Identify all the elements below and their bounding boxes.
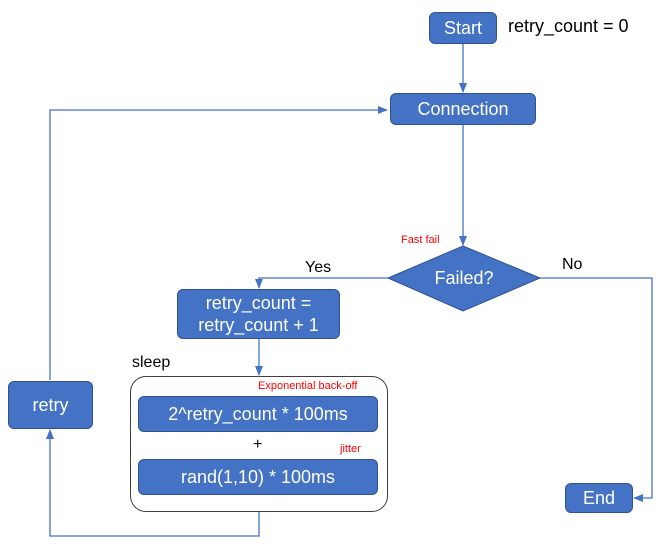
end-node: End	[565, 483, 633, 513]
increment-line1: retry_count =	[205, 293, 312, 313]
start-node: Start	[429, 12, 497, 44]
jitter-node: rand(1,10) * 100ms	[138, 459, 378, 495]
failed-label: Failed?	[434, 268, 494, 288]
jitter-label: jitter	[340, 443, 361, 455]
no-label: No	[562, 256, 583, 273]
fast-fail-label: Fast fail	[401, 234, 440, 246]
init-label: retry_count = 0	[508, 16, 629, 36]
exponential-backoff-label: Exponential back-off	[258, 380, 358, 392]
backoff-node: 2^retry_count * 100ms	[138, 396, 378, 432]
connection-node: Connection	[390, 93, 536, 125]
retry-node: retry	[8, 381, 93, 429]
sleep-group	[130, 376, 388, 512]
increment-line2: retry_count + 1	[198, 315, 319, 335]
arrow-failed-no	[540, 277, 653, 502]
increment-node: retry_count = retry_count + 1	[177, 289, 340, 339]
failed-decision-diamond	[386, 245, 542, 312]
arrow-sleep-to-retry	[46, 429, 260, 537]
arrow-failed-yes	[255, 277, 388, 289]
arrow-retry-to-connection	[49, 106, 388, 380]
yes-label: Yes	[305, 259, 332, 276]
sleep-label: sleep	[132, 354, 171, 371]
plus-label: +	[253, 436, 263, 453]
